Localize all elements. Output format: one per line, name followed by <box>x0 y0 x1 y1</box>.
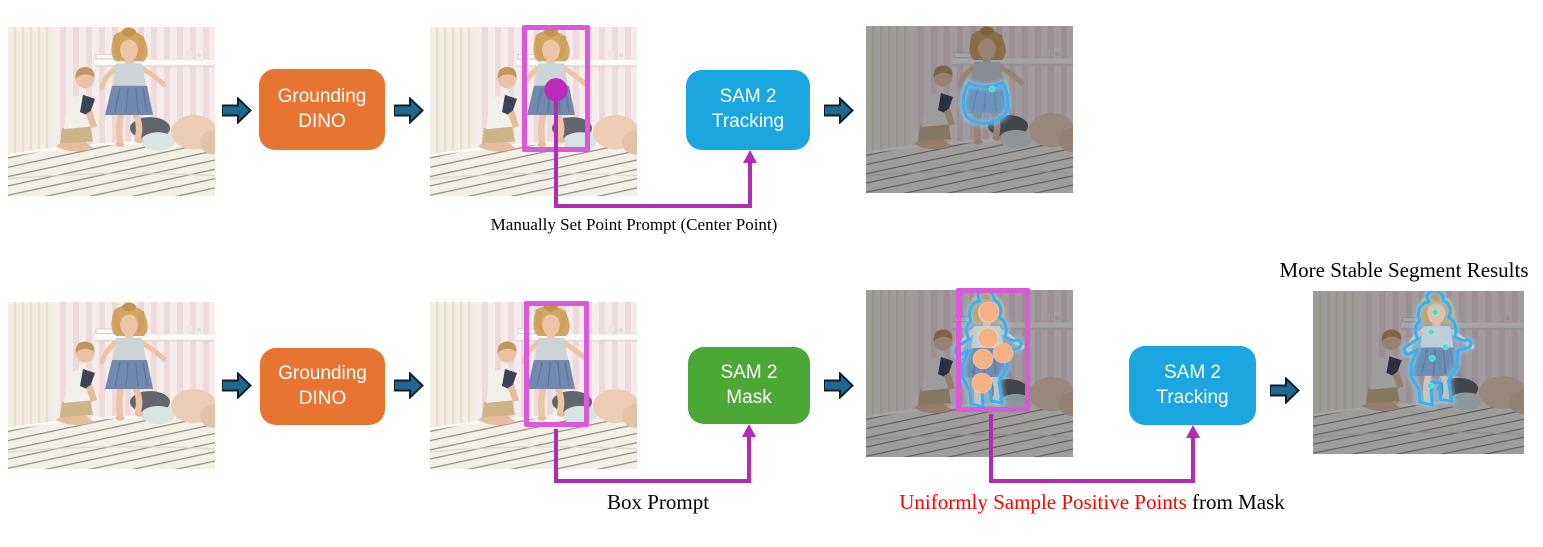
sam2-mask-box: SAM 2 Mask <box>688 347 810 424</box>
flow-arrow-icon <box>824 97 854 124</box>
caption-result-title: More Stable Segment Results <box>1279 258 1529 282</box>
box-label-line2: Tracking <box>1156 386 1229 408</box>
photo-tracking-result-row2 <box>1313 291 1524 454</box>
photo-tracking-result-row1 <box>866 26 1073 193</box>
flow-arrow-icon <box>824 372 854 399</box>
caption-box-prompt: Box Prompt <box>606 490 710 514</box>
photo-detection-row1 <box>430 25 637 196</box>
flow-arrow-icon <box>394 97 424 124</box>
box-label-line1: Grounding <box>278 362 367 384</box>
photo-mask-with-points <box>866 288 1073 457</box>
box-label-line1: SAM 2 <box>1163 361 1222 383</box>
photo-input-frame-row1 <box>8 27 215 196</box>
flow-arrow-icon <box>222 372 252 399</box>
box-label-line1: Grounding <box>277 85 367 107</box>
box-label-line2: DINO <box>298 110 346 132</box>
box-label-line2: Tracking <box>711 111 785 132</box>
caption-sample-points: Uniformly Sample Positive Points from Ma… <box>899 490 1285 515</box>
grounding-dino-box-row1: Grounding DINO <box>259 69 385 150</box>
box-label-line1: SAM 2 <box>719 86 777 108</box>
flow-arrow-icon <box>1270 377 1300 404</box>
box-label-line2: Mask <box>726 386 772 408</box>
box-label-line2: DINO <box>298 387 347 409</box>
grounding-dino-box-row2: Grounding DINO <box>260 348 385 425</box>
sam2-tracking-box-row1: SAM 2 Tracking <box>686 70 810 150</box>
flow-arrow-icon <box>394 372 424 399</box>
caption-point-prompt: Manually Set Point Prompt (Center Point) <box>490 215 778 234</box>
box-label-line1: SAM 2 <box>720 361 778 383</box>
photo-input-frame-row2 <box>8 302 215 469</box>
caption-sample-black-text: from Mask <box>1186 490 1285 514</box>
photo-detection-row2 <box>430 301 637 469</box>
sam2-tracking-box-row2: SAM 2 Tracking <box>1129 346 1256 425</box>
flow-arrow-icon <box>222 97 252 124</box>
caption-sample-red-text: Uniformly Sample Positive Points <box>899 490 1187 514</box>
